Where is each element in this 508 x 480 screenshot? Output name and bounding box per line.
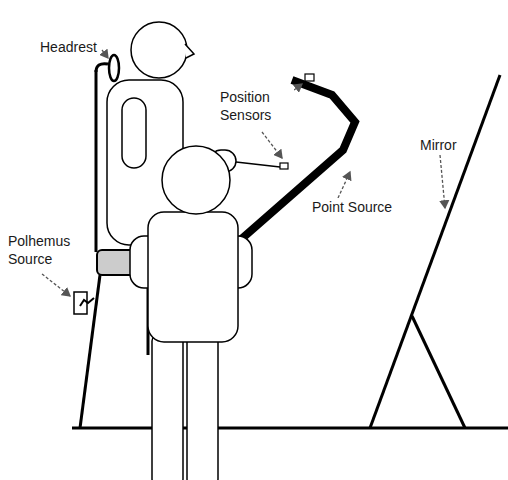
- polhemus-source: [74, 292, 94, 314]
- part-label: Headrest: [38, 38, 99, 56]
- mirror: [370, 75, 500, 428]
- part-label: Point Source: [310, 198, 394, 216]
- seated-subject: [107, 22, 288, 245]
- floor-line: [72, 427, 508, 430]
- part-label: Mirror: [418, 136, 459, 154]
- point-source-sensor: [305, 74, 314, 81]
- leader-arrows: [42, 50, 445, 296]
- part-label: Position Sensors: [218, 88, 294, 124]
- standing-subject: [130, 146, 252, 480]
- part-label: Polhemus Source: [6, 232, 82, 268]
